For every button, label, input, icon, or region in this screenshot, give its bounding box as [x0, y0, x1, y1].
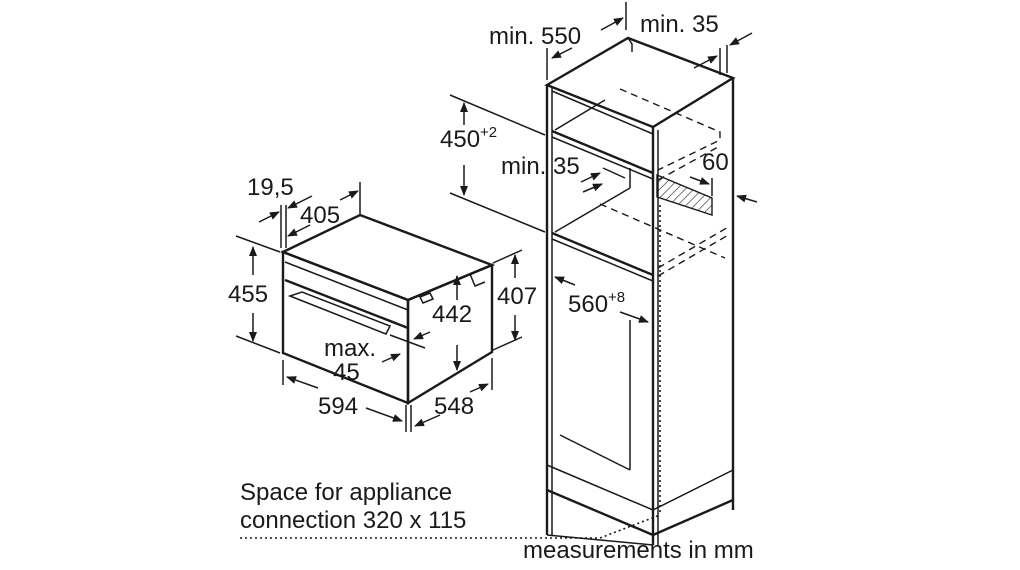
dim-max-label: max.: [324, 335, 376, 362]
dim-min-550: min. 550: [489, 23, 581, 50]
lower-shelf: [551, 231, 654, 277]
oven-side-vent: [418, 292, 435, 304]
dim-450: 450+2: [440, 124, 497, 153]
note-connection-line2: connection 320 x 115: [240, 507, 466, 534]
dim-442: 442: [432, 301, 472, 328]
cabinet-drawing: [544, 36, 736, 546]
dim-19-5: 19,5: [247, 174, 294, 201]
dim-560: 560+8: [568, 289, 625, 318]
dim-max-45: 45: [333, 359, 360, 386]
oven-handle: [287, 291, 392, 335]
dim-594: 594: [318, 393, 358, 420]
dim-min-35-top: min. 35: [640, 11, 719, 38]
cabinet-top: [544, 36, 736, 129]
dim-407: 407: [497, 283, 537, 310]
oven-control-panel-edge: [284, 261, 409, 311]
upper-shelf: [551, 129, 654, 175]
cabinet-dimension-lines: [240, 2, 758, 539]
oven-side: [406, 263, 494, 406]
dim-60: 60: [702, 149, 729, 176]
dim-min-35-shelf: min. 35: [501, 153, 580, 180]
vent-opening-hatched: [656, 173, 713, 216]
oven-dimension-lines: [235, 182, 523, 432]
vent-outline: [619, 88, 721, 171]
oven-door-top: [284, 278, 409, 330]
dim-455: 455: [228, 281, 268, 308]
note-units: measurements in mm: [523, 537, 754, 564]
oven-rear-notch: [469, 273, 486, 287]
dim-405: 405: [300, 202, 340, 229]
oven-drawing: [279, 213, 496, 406]
note-connection-line1: Space for appliance: [240, 479, 452, 506]
dim-548: 548: [434, 393, 474, 420]
